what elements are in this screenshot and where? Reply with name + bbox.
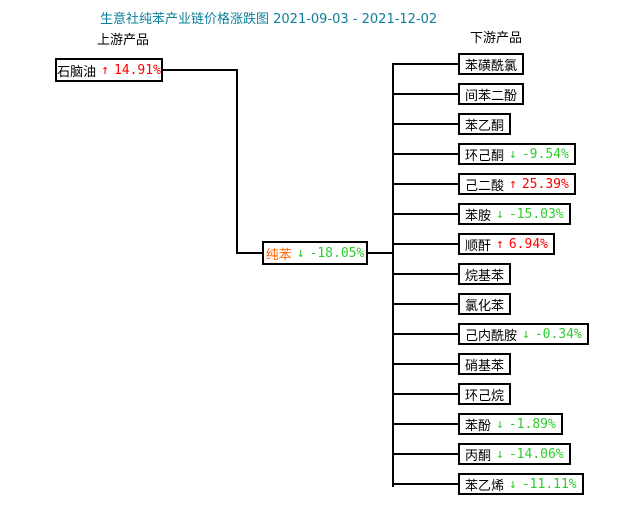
downstream-node[interactable]: 氯化苯 — [458, 293, 512, 315]
change-percent: -9.54% — [521, 146, 569, 162]
connector-stub — [394, 423, 458, 425]
product-name: 苯胺 — [465, 208, 492, 224]
product-name: 苯磺酰氯 — [465, 58, 518, 74]
change-percent: 14.91% — [113, 62, 161, 78]
downstream-node[interactable]: 苯磺酰氯 — [458, 53, 525, 75]
downstream-node[interactable]: 烷基苯 — [458, 263, 512, 285]
core-node[interactable]: 纯苯 ↓ -18.05% — [262, 241, 368, 265]
downstream-node[interactable]: 苯乙烯↓-11.11% — [458, 473, 584, 495]
connector-stub — [394, 273, 458, 275]
product-name: 石脑油 — [57, 64, 97, 80]
product-name: 苯乙烯 — [465, 478, 505, 494]
down-arrow-icon: ↓ — [509, 476, 517, 492]
connector-stub — [394, 63, 458, 65]
downstream-node[interactable]: 间苯二酚 — [458, 83, 525, 105]
downstream-node[interactable]: 丙酮↓-14.06% — [458, 443, 571, 465]
change-percent: 6.94% — [508, 236, 548, 252]
product-name: 苯酚 — [465, 418, 492, 434]
change-percent: -14.06% — [508, 446, 564, 462]
connector-stub — [394, 243, 458, 245]
product-name: 丙酮 — [465, 448, 492, 464]
downstream-node[interactable]: 顺酐↑6.94% — [458, 233, 555, 255]
product-name: 氯化苯 — [465, 298, 505, 314]
product-name: 环己烷 — [465, 388, 505, 404]
product-name: 顺酐 — [465, 238, 492, 254]
change-percent: -0.34% — [534, 326, 582, 342]
connector-stub — [394, 213, 458, 215]
downstream-node[interactable]: 苯酚↓-1.89% — [458, 413, 563, 435]
downstream-node[interactable]: 硝基苯 — [458, 353, 512, 375]
connector-stub — [394, 303, 458, 305]
connector-stub — [394, 483, 458, 485]
downstream-node[interactable]: 苯乙酮 — [458, 113, 512, 135]
product-name: 己内酰胺 — [465, 328, 518, 344]
product-name: 硝基苯 — [465, 358, 505, 374]
downstream-node[interactable]: 环己烷 — [458, 383, 512, 405]
downstream-node[interactable]: 环己酮↓-9.54% — [458, 143, 576, 165]
connector-stub — [394, 153, 458, 155]
product-name: 纯苯 — [265, 247, 292, 263]
product-name: 己二酸 — [465, 178, 505, 194]
connector-upstream-vertical — [236, 69, 238, 254]
change-percent: -11.11% — [521, 476, 577, 492]
product-name: 苯乙酮 — [465, 118, 505, 134]
page-title: 生意社纯苯产业链价格涨跌图 2021-09-03 - 2021-12-02 — [100, 12, 438, 27]
connector-stub — [394, 93, 458, 95]
change-percent: -1.89% — [508, 416, 556, 432]
down-arrow-icon: ↓ — [509, 146, 517, 162]
down-arrow-icon: ↓ — [296, 245, 305, 261]
upstream-label: 上游产品 — [97, 33, 150, 48]
connector-upstream-horizontal — [163, 69, 238, 71]
connector-stub — [394, 363, 458, 365]
connector-stub — [394, 183, 458, 185]
connector-stub — [394, 393, 458, 395]
upstream-node[interactable]: 石脑油 ↑ 14.91% — [55, 58, 163, 82]
product-name: 间苯二酚 — [465, 88, 518, 104]
connector-core-to-trunk — [366, 252, 394, 254]
connector-into-core — [236, 252, 264, 254]
connector-trunk-vertical — [392, 63, 394, 487]
downstream-node[interactable]: 己二酸↑25.39% — [458, 173, 576, 195]
change-percent: 25.39% — [521, 176, 569, 192]
down-arrow-icon: ↓ — [522, 326, 530, 342]
up-arrow-icon: ↑ — [496, 236, 504, 252]
up-arrow-icon: ↑ — [509, 176, 517, 192]
downstream-node[interactable]: 苯胺↓-15.03% — [458, 203, 571, 225]
connector-stub — [394, 333, 458, 335]
change-percent: -15.03% — [508, 206, 564, 222]
downstream-node[interactable]: 己内酰胺↓-0.34% — [458, 323, 589, 345]
product-name: 烷基苯 — [465, 268, 505, 284]
change-percent: -18.05% — [309, 245, 365, 261]
down-arrow-icon: ↓ — [496, 446, 504, 462]
up-arrow-icon: ↑ — [101, 62, 109, 78]
connector-stub — [394, 453, 458, 455]
connector-stub — [394, 123, 458, 125]
product-name: 环己酮 — [465, 148, 505, 164]
down-arrow-icon: ↓ — [496, 206, 504, 222]
down-arrow-icon: ↓ — [496, 416, 504, 432]
downstream-label: 下游产品 — [470, 31, 523, 46]
